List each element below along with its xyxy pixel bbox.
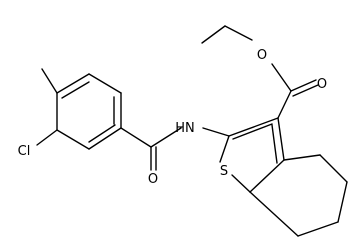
ester-carbonyl-oxygen-label: O (317, 77, 327, 92)
chloro-label: Cl (18, 144, 31, 159)
ester-ether-oxygen-label: O (257, 48, 267, 63)
bond-lines (36, 25, 348, 237)
sulfur-label: S (220, 164, 228, 179)
amide-oxygen-label: O (148, 172, 158, 187)
amide-nitrogen-label: HN (175, 121, 195, 136)
